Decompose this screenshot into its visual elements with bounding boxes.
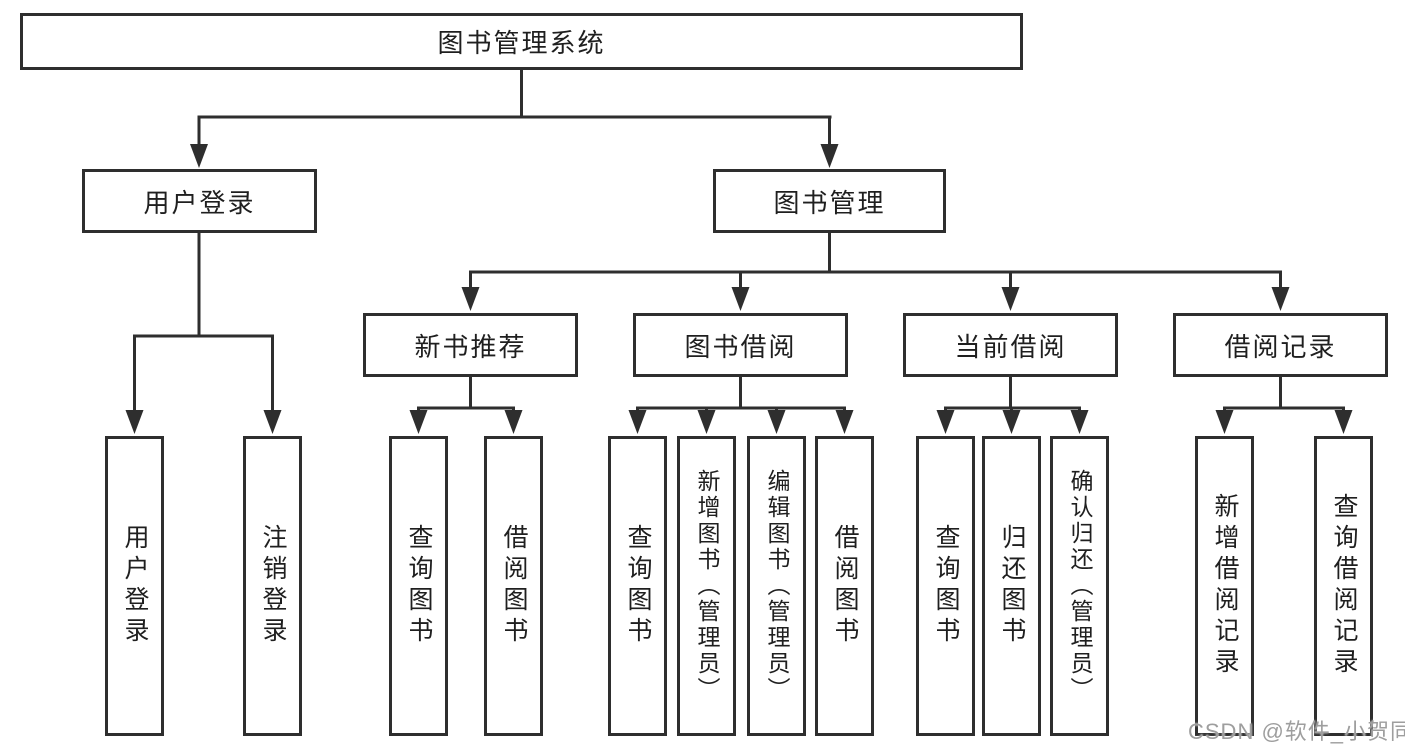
node-book-borrowing: 图书借阅 [633,313,848,377]
leaf-borrow-books: 借阅图书 [815,436,874,736]
leaf-logout-label: 注销登录 [259,524,287,648]
leaf-query-books-borrowing: 查询图书 [608,436,667,736]
node-book-management-label: 图书管理 [773,187,886,218]
node-book-management: 图书管理 [713,169,946,233]
leaf-confirm-return-admin-label: 确认归还（管理员） [1067,469,1093,703]
node-borrowing-records: 借阅记录 [1173,313,1388,377]
leaf-edit-books-admin-label: 编辑图书（管理员） [764,469,790,703]
leaf-query-books-current-label: 查询图书 [932,524,960,648]
leaf-logout: 注销登录 [243,436,302,736]
leaf-query-books-borrowing-label: 查询图书 [624,524,652,648]
node-new-book-recommend-label: 新书推荐 [414,331,527,362]
node-user-login-label: 用户登录 [143,187,256,218]
leaf-confirm-return-admin: 确认归还（管理员） [1050,436,1109,736]
node-library-system-label: 图书管理系统 [437,28,606,58]
leaf-user-login: 用户登录 [105,436,164,736]
leaf-query-books-current: 查询图书 [916,436,975,736]
leaf-query-books-recommend: 查询图书 [389,436,448,736]
leaf-query-books-recommend-label: 查询图书 [405,524,433,648]
node-library-system: 图书管理系统 [20,13,1023,70]
node-current-borrowing: 当前借阅 [903,313,1118,377]
node-book-borrowing-label: 图书借阅 [684,331,797,362]
leaf-add-books-admin-label: 新增图书（管理员） [694,469,720,703]
csdn-watermark: CSDN @软件_小贺同学 [1188,719,1405,744]
leaf-add-borrow-record: 新增借阅记录 [1195,436,1254,736]
leaf-edit-books-admin: 编辑图书（管理员） [747,436,806,736]
node-current-borrowing-label: 当前借阅 [954,331,1067,362]
leaf-add-books-admin: 新增图书（管理员） [677,436,736,736]
leaf-query-borrow-record: 查询借阅记录 [1314,436,1373,736]
node-user-login: 用户登录 [82,169,317,233]
leaf-borrow-books-recommend: 借阅图书 [484,436,543,736]
leaf-borrow-books-recommend-label: 借阅图书 [500,524,528,648]
leaf-return-books-label: 归还图书 [998,524,1026,648]
leaf-borrow-books-label: 借阅图书 [831,524,859,648]
leaf-add-borrow-record-label: 新增借阅记录 [1211,493,1239,679]
leaf-query-borrow-record-label: 查询借阅记录 [1330,493,1358,679]
leaf-return-books: 归还图书 [982,436,1041,736]
leaf-user-login-label: 用户登录 [121,524,149,648]
node-new-book-recommend: 新书推荐 [363,313,578,377]
node-borrowing-records-label: 借阅记录 [1224,331,1337,362]
